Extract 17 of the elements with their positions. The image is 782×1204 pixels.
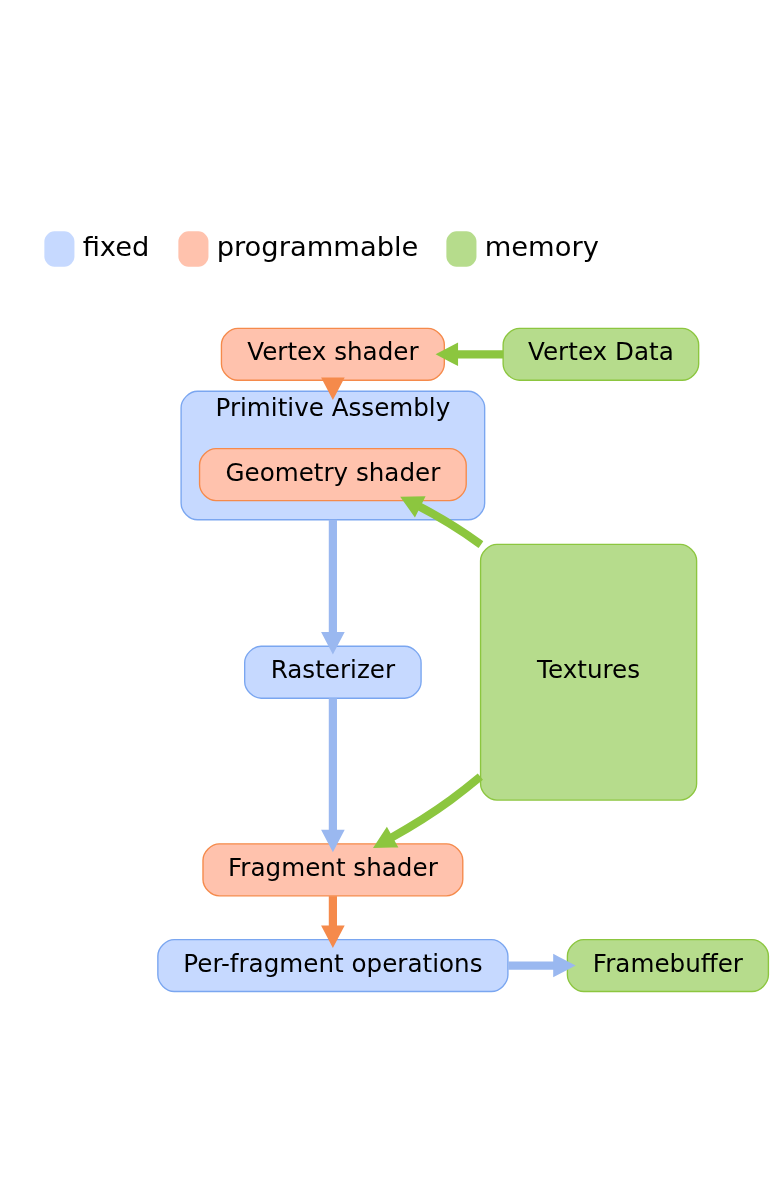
arrow: [400, 495, 485, 548]
legend-label: memory: [484, 230, 599, 262]
node-box: Per-fragment operations: [157, 938, 509, 992]
node-box: Textures: [479, 543, 698, 801]
arrow: [435, 342, 504, 366]
node-box: Framebuffer: [566, 938, 770, 992]
node-box: Geometry shader: [198, 447, 467, 501]
arrow: [321, 895, 345, 948]
arrow: [373, 773, 483, 848]
legend-label: fixed: [82, 230, 150, 262]
arrow: [321, 519, 345, 655]
node-box: Fragment shader: [202, 842, 464, 896]
node-box: Rasterizer: [244, 645, 422, 699]
arrow: [508, 953, 576, 977]
legend-label: programmable: [216, 230, 419, 262]
arrow: [321, 697, 345, 852]
node-box: Vertex Data: [502, 327, 700, 381]
